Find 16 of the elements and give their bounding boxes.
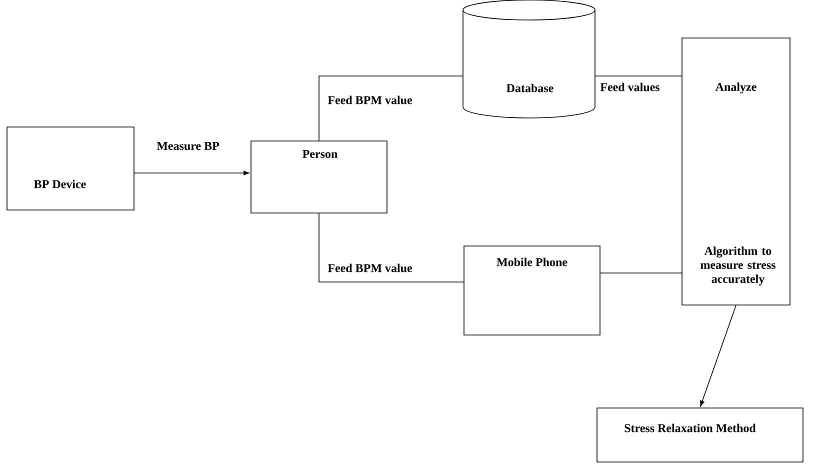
edge-label: Feed values	[599, 82, 661, 92]
process-box: Person	[250, 140, 388, 214]
edge-label: Measure BP	[156, 141, 220, 151]
connector-line	[700, 304, 736, 406]
process-box: Stress Relaxation Method	[596, 408, 804, 462]
edge-label: Feed BPM value	[326, 262, 414, 274]
connector-line	[318, 212, 464, 282]
connector-line	[318, 76, 464, 141]
connector-line	[600, 272, 682, 274]
process-box: BP Device	[6, 126, 134, 210]
node-label: Database	[506, 84, 554, 92]
process-box: Mobile Phone	[464, 246, 600, 336]
process-box: Analyze Algorithm to measure stress accurately	[682, 38, 790, 306]
connector-line	[134, 170, 250, 176]
database-cylinder: Database	[462, 0, 596, 118]
edge-label: Feed BPM value	[326, 94, 414, 106]
